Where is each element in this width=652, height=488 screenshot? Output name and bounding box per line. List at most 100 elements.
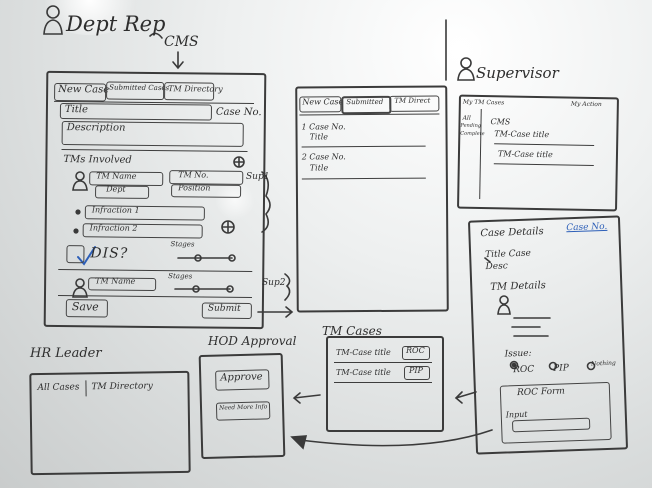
filter-all[interactable]: All — [462, 114, 471, 122]
all-cases-tab[interactable]: All Cases — [37, 382, 80, 394]
status-badge: ROC — [402, 346, 430, 360]
tab-label: Submitted Cases — [109, 83, 170, 93]
field-label: Dept — [106, 184, 126, 194]
status-badge: PIP — [404, 366, 430, 380]
divider — [57, 294, 252, 299]
need-more-info-button[interactable]: Need More Info — [215, 401, 271, 421]
badge-label: PIP — [409, 366, 423, 375]
tab-new-case[interactable]: New Case — [299, 96, 344, 113]
case-item-no[interactable]: 1 Case No. — [301, 122, 346, 132]
divider — [493, 163, 594, 166]
field-label: TM Name — [95, 276, 136, 286]
divider — [301, 177, 426, 180]
tab-divider — [85, 380, 87, 397]
case-details-panel: Case Details Case No. Title Case Desc TM… — [467, 215, 629, 455]
case-item-no[interactable]: 2 Case No. — [301, 152, 346, 162]
tab-tm-directory[interactable]: TM Directory — [164, 82, 223, 101]
dis-checkbox[interactable] — [66, 245, 85, 264]
case-no-link[interactable]: Case No. — [566, 221, 608, 234]
field-label: Infraction 1 — [91, 205, 140, 215]
hr-panel: All Cases TM Directory — [29, 370, 191, 476]
submitted-panel: New Case Submitted TM Direct 1 Case No. … — [295, 85, 449, 313]
tab-tm-direct[interactable]: TM Direct — [389, 95, 440, 112]
divider — [334, 382, 432, 383]
roc-form-title: ROC Form — [516, 386, 566, 399]
desc-field: Desc — [485, 261, 508, 273]
tab-submitted[interactable]: Submitted — [341, 95, 392, 115]
field-label: Infraction 2 — [89, 223, 138, 233]
button-label: Submit — [207, 303, 241, 314]
case-link[interactable]: TM-Case title — [494, 129, 550, 140]
stages-label: Stages — [170, 240, 195, 249]
hod-approval-title: HOD Approval — [208, 334, 297, 348]
tab-new-case[interactable]: New Case — [54, 82, 110, 102]
sup2-label: Sup2 — [262, 278, 286, 288]
case-details-title: Case Details — [480, 226, 544, 240]
roc-form: ROC Form Input — [499, 381, 612, 444]
case-item-title: Title — [309, 132, 329, 142]
tm-directory-tab[interactable]: TM Directory — [91, 381, 153, 393]
tab-label: TM Direct — [394, 96, 431, 105]
tab-label: New Case — [302, 97, 344, 107]
filter-complete[interactable]: Complete — [460, 130, 485, 138]
tms-involved-label: TMs Involved — [63, 154, 132, 166]
submit-button[interactable]: Submit — [201, 302, 252, 320]
case-no-label: Case No. — [215, 106, 262, 119]
col-header: My Action — [570, 100, 602, 109]
radio-pip[interactable]: PIP — [553, 363, 570, 374]
position-input[interactable]: Position — [171, 183, 242, 198]
divider — [301, 145, 426, 148]
divider — [334, 362, 432, 363]
case-link[interactable]: TM-Case title — [497, 149, 553, 160]
dept-input[interactable]: Dept — [95, 184, 150, 199]
dept-rep-title: Dept Rep — [66, 12, 166, 36]
sup1-label: Sup1 — [246, 172, 270, 182]
description-input[interactable]: Description — [61, 121, 244, 147]
title-case-field: Title Case — [485, 248, 532, 261]
hr-leader-title: HR Leader — [30, 346, 102, 361]
supervisor-panel: My TM Cases My Action All Pending Comple… — [457, 94, 619, 212]
light-glare — [430, 25, 490, 75]
button-label: Approve — [220, 371, 263, 384]
divider — [494, 143, 595, 146]
divider — [61, 149, 248, 152]
tm-name-input-2[interactable]: TM Name — [88, 276, 157, 292]
radio-other[interactable]: Nothing — [590, 359, 616, 368]
tm-name-input[interactable]: TM Name — [89, 171, 164, 187]
tab-label: Submitted — [346, 97, 384, 107]
title-input[interactable]: Title — [59, 102, 213, 121]
approve-button[interactable]: Approve — [215, 369, 270, 391]
tm-cases-title: TM Cases — [322, 324, 382, 338]
save-button[interactable]: Save — [65, 299, 108, 318]
infraction-1-input[interactable]: Infraction 1 — [84, 205, 205, 221]
col-header: My TM Cases — [462, 98, 505, 107]
tm-details-label: TM Details — [490, 280, 547, 293]
cms-note: CMS — [164, 34, 199, 50]
supervisor-title: Supervisor — [476, 64, 559, 82]
tab-submitted-cases[interactable]: Submitted Cases — [106, 81, 169, 101]
field-label: Position — [178, 183, 211, 193]
case-link[interactable]: TM-Case title — [336, 368, 391, 377]
tab-underline — [299, 113, 440, 116]
cms-label: CMS — [490, 117, 511, 127]
divider — [58, 268, 253, 273]
filter-pending[interactable]: Pending — [460, 122, 482, 130]
roc-input-field[interactable] — [511, 417, 591, 433]
radio-roc[interactable]: ROC — [513, 364, 535, 376]
issue-label: Issue: — [504, 348, 532, 360]
light-glare — [215, 180, 255, 220]
stages-label: Stages — [168, 272, 193, 281]
badge-label: ROC — [406, 346, 425, 355]
hod-panel: Approve Need More Info — [198, 352, 286, 460]
field-label: TM No. — [178, 170, 209, 180]
field-label: TM Name — [96, 171, 137, 181]
input-label: Input — [505, 409, 528, 420]
infraction-2-input[interactable]: Infraction 2 — [82, 223, 203, 239]
case-link[interactable]: TM-Case title — [336, 348, 391, 357]
tab-label: New Case — [58, 83, 110, 96]
button-label: Need More Info — [218, 403, 268, 412]
case-item-title: Title — [309, 163, 329, 173]
tm-cases-panel: TM-Case title ROC TM-Case title PIP — [326, 336, 444, 432]
